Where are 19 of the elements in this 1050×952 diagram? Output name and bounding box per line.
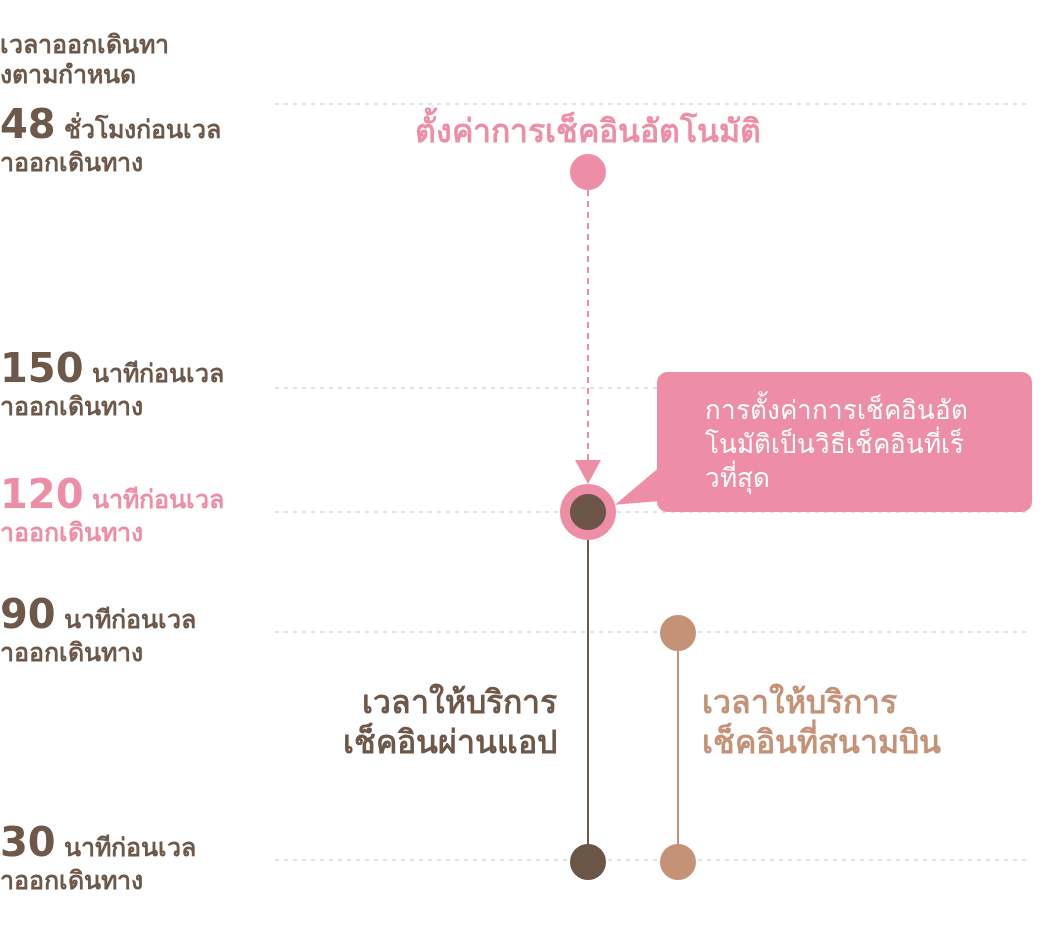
time-label: 120 นาทีก่อนเวลาออกเดินทาง xyxy=(0,470,226,548)
edge-label: เวลาให้บริการเช็คอินที่สนามบิน xyxy=(702,682,942,762)
time-label: 90 นาทีก่อนเวลาออกเดินทาง xyxy=(0,590,198,668)
timeline-dot xyxy=(570,844,606,880)
timeline-dot xyxy=(660,844,696,880)
time-label: 48 ชั่วโมงก่อนเวลาออกเดินทาง xyxy=(0,100,223,178)
timeline-dot xyxy=(660,615,696,651)
time-label: 30 นาทีก่อนเวลาออกเดินทาง xyxy=(0,818,198,896)
ring-marker xyxy=(560,484,616,540)
callout-pointer xyxy=(615,469,657,505)
connector-line xyxy=(677,650,679,845)
arrow xyxy=(576,189,600,485)
connector-line xyxy=(587,539,589,845)
step-heading: ตั้งค่าการเช็คอินอัตโนมัติ xyxy=(415,107,761,155)
callout-bubble: การตั้งค่าการเช็คอินอัตโนมัติเป็นวิธีเช็คอินที่เร็วที่สุด xyxy=(657,372,1032,512)
time-label: 150 นาทีก่อนเวลาออกเดินทาง xyxy=(0,344,226,422)
time-label: เวลาออกเดินทางตามกำหนด xyxy=(0,30,170,90)
edge-label: เวลาให้บริการเช็คอินผ่านแอป xyxy=(342,682,557,762)
timeline-dot xyxy=(570,154,606,190)
